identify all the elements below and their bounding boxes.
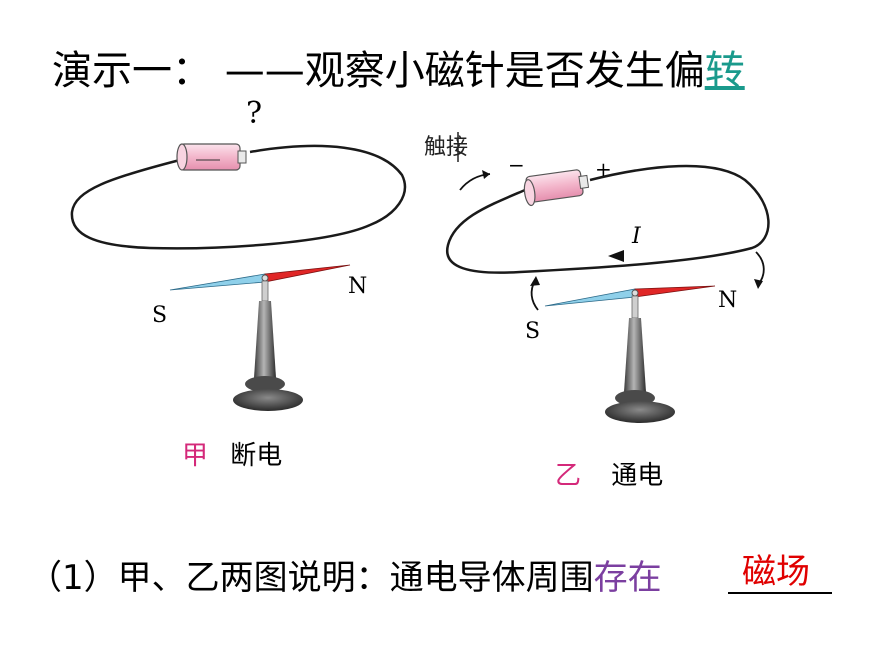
left-compass-needle bbox=[169, 264, 351, 291]
right-circuit-figure bbox=[445, 164, 770, 423]
right-caption-text: 通电 bbox=[611, 461, 664, 491]
left-caption: 甲 断电 bbox=[182, 435, 282, 472]
left-battery bbox=[176, 143, 247, 171]
question-mark: ? bbox=[246, 96, 263, 131]
title-prefix: 演示一： bbox=[52, 48, 212, 94]
conclusion-purple: 存在 bbox=[593, 558, 662, 598]
title-link[interactable]: 转 bbox=[704, 48, 745, 94]
left-caption-label: 甲 bbox=[182, 441, 209, 471]
touch-label: 触接 bbox=[424, 135, 468, 160]
right-compass-needle bbox=[544, 285, 716, 307]
conclusion-text: （1）甲、乙两图说明：通电导体周围 bbox=[28, 558, 594, 598]
right-pole-s: S bbox=[525, 319, 540, 344]
left-stand bbox=[233, 280, 303, 411]
right-caption: 乙 通电 bbox=[555, 455, 663, 492]
left-pole-s: S bbox=[152, 303, 167, 328]
battery-minus: − bbox=[508, 153, 525, 177]
battery-plus: + bbox=[595, 157, 612, 181]
right-stand bbox=[605, 295, 675, 423]
right-battery bbox=[523, 169, 590, 207]
right-pole-n: N bbox=[718, 288, 737, 313]
right-caption-label: 乙 bbox=[555, 461, 582, 491]
title-main: 观察小磁针是否发生偏 bbox=[304, 48, 705, 94]
answer-blank-line bbox=[728, 592, 832, 594]
slide-title: 演示一： ——观察小磁针是否发生偏转 bbox=[52, 38, 745, 96]
title-dash: —— bbox=[224, 48, 305, 94]
left-caption-text: 断电 bbox=[230, 441, 283, 471]
current-label: I bbox=[631, 224, 642, 249]
conclusion-line: （1）甲、乙两图说明：通电导体周围存在 bbox=[28, 550, 662, 599]
left-circuit-figure bbox=[70, 143, 407, 411]
left-wire-loop bbox=[70, 144, 407, 250]
current-arrow bbox=[608, 250, 624, 262]
answer-text: 磁场 bbox=[742, 552, 810, 592]
right-wire-loop bbox=[445, 164, 770, 274]
left-pole-n: N bbox=[348, 274, 367, 299]
